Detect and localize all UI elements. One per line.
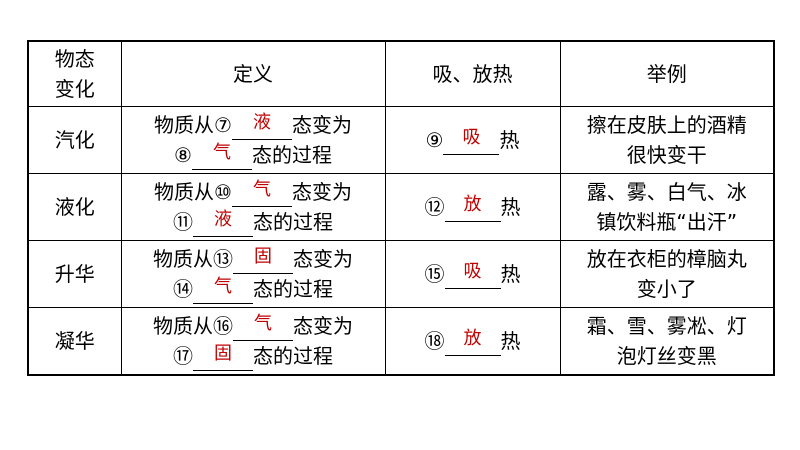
answer-heat: 吸 — [463, 261, 482, 282]
header-heat: 吸、放热 — [384, 40, 561, 107]
blank-from-state: 气 — [233, 313, 293, 341]
row-name: 升华 — [27, 240, 122, 308]
row-name: 液化 — [27, 173, 122, 241]
def-prefix: ⑭ — [173, 277, 193, 301]
definition-line-1: 物质从⑩ 气态变为 — [122, 177, 384, 207]
blank-to-state: 固 — [193, 343, 253, 371]
definition-line-1: 物质从⑦ 液态变为 — [122, 110, 384, 140]
row-name: 凝华 — [27, 307, 122, 376]
blank-heat: 吸 — [444, 261, 501, 289]
header-phase-line-1: 物态 — [54, 47, 95, 71]
heat-suffix: 热 — [500, 262, 521, 286]
def-prefix: ⑧ — [174, 143, 192, 167]
heat-number: ⑨ — [425, 128, 444, 152]
heat-number: ⑫ — [424, 195, 445, 219]
def-suffix: 态的过程 — [251, 143, 332, 167]
example-line-2: 泡灯丝变黑 — [616, 344, 717, 368]
blank-from-state: 固 — [233, 246, 293, 274]
header-phase-line-2: 变化 — [54, 77, 95, 101]
def-suffix: 态的过程 — [253, 344, 333, 368]
answer-from-state: 固 — [254, 246, 272, 267]
blank-from-state: 液 — [231, 112, 292, 140]
def-prefix: 物质从⑦ — [154, 113, 232, 137]
def-prefix: 物质从⑯ — [153, 314, 233, 338]
example-cell: 霜、雪、雾凇、灯 泡灯丝变黑 — [559, 307, 775, 376]
blank-to-state: 液 — [193, 209, 253, 237]
def-suffix: 态变为 — [293, 247, 353, 271]
def-suffix: 态的过程 — [253, 277, 333, 301]
definition-line-1: 物质从⑯ 气态变为 — [122, 311, 384, 341]
def-suffix: 态的过程 — [253, 210, 333, 234]
header-phase-change: 物态 变化 — [27, 40, 122, 107]
blank-from-state: 气 — [231, 179, 292, 207]
def-suffix: 态变为 — [291, 113, 352, 137]
heat-number: ⑱ — [424, 329, 445, 353]
blank-heat: 放 — [444, 194, 501, 222]
example-line-1: 擦在皮肤上的酒精 — [586, 113, 747, 137]
example-line-2: 很快变干 — [626, 143, 707, 167]
answer-heat: 放 — [463, 328, 482, 349]
answer-from-state: 气 — [254, 313, 272, 334]
def-prefix: 物质从⑩ — [154, 180, 232, 204]
def-prefix: ⑰ — [173, 344, 193, 368]
answer-heat: 放 — [463, 194, 482, 215]
heat-suffix: 热 — [500, 195, 521, 219]
answer-to-state: 固 — [214, 343, 232, 364]
answer-heat: 吸 — [462, 127, 481, 148]
answer-to-state: 气 — [212, 142, 231, 163]
example-line-2: 镇饮料瓶“出汗” — [596, 210, 738, 234]
example-cell: 露、雾、白气、冰 镇饮料瓶“出汗” — [559, 173, 775, 241]
definition-line-1: 物质从⑬ 固态变为 — [122, 244, 384, 274]
blank-to-state: 气 — [191, 142, 252, 170]
example-cell: 放在衣柜的樟脑丸 变小了 — [559, 240, 775, 308]
answer-from-state: 液 — [252, 112, 271, 133]
answer-from-state: 气 — [252, 179, 271, 200]
blank-heat: 放 — [444, 328, 501, 356]
answer-to-state: 液 — [214, 209, 232, 230]
header-definition: 定义 — [120, 40, 386, 107]
table-header-row: 物态 变化 定义 吸、放热 举例 — [27, 40, 775, 107]
example-line-1: 露、雾、白气、冰 — [586, 180, 747, 204]
blank-to-state: 气 — [193, 276, 253, 304]
def-prefix: 物质从⑬ — [153, 247, 233, 271]
answer-to-state: 气 — [214, 276, 232, 297]
row-name: 汽化 — [27, 106, 122, 174]
example-line-1: 霜、雪、雾凇、灯 — [586, 314, 747, 338]
def-suffix: 态变为 — [293, 314, 353, 338]
blank-heat: 吸 — [443, 127, 500, 155]
example-cell: 擦在皮肤上的酒精 很快变干 — [559, 106, 775, 174]
def-suffix: 态变为 — [291, 180, 352, 204]
heat-suffix: 热 — [500, 329, 521, 353]
heat-number: ⑮ — [424, 262, 445, 286]
def-prefix: ⑪ — [173, 210, 193, 234]
heat-suffix: 热 — [499, 128, 520, 152]
example-line-1: 放在衣柜的樟脑丸 — [586, 247, 747, 271]
header-example: 举例 — [559, 40, 775, 107]
example-line-2: 变小了 — [636, 277, 697, 301]
